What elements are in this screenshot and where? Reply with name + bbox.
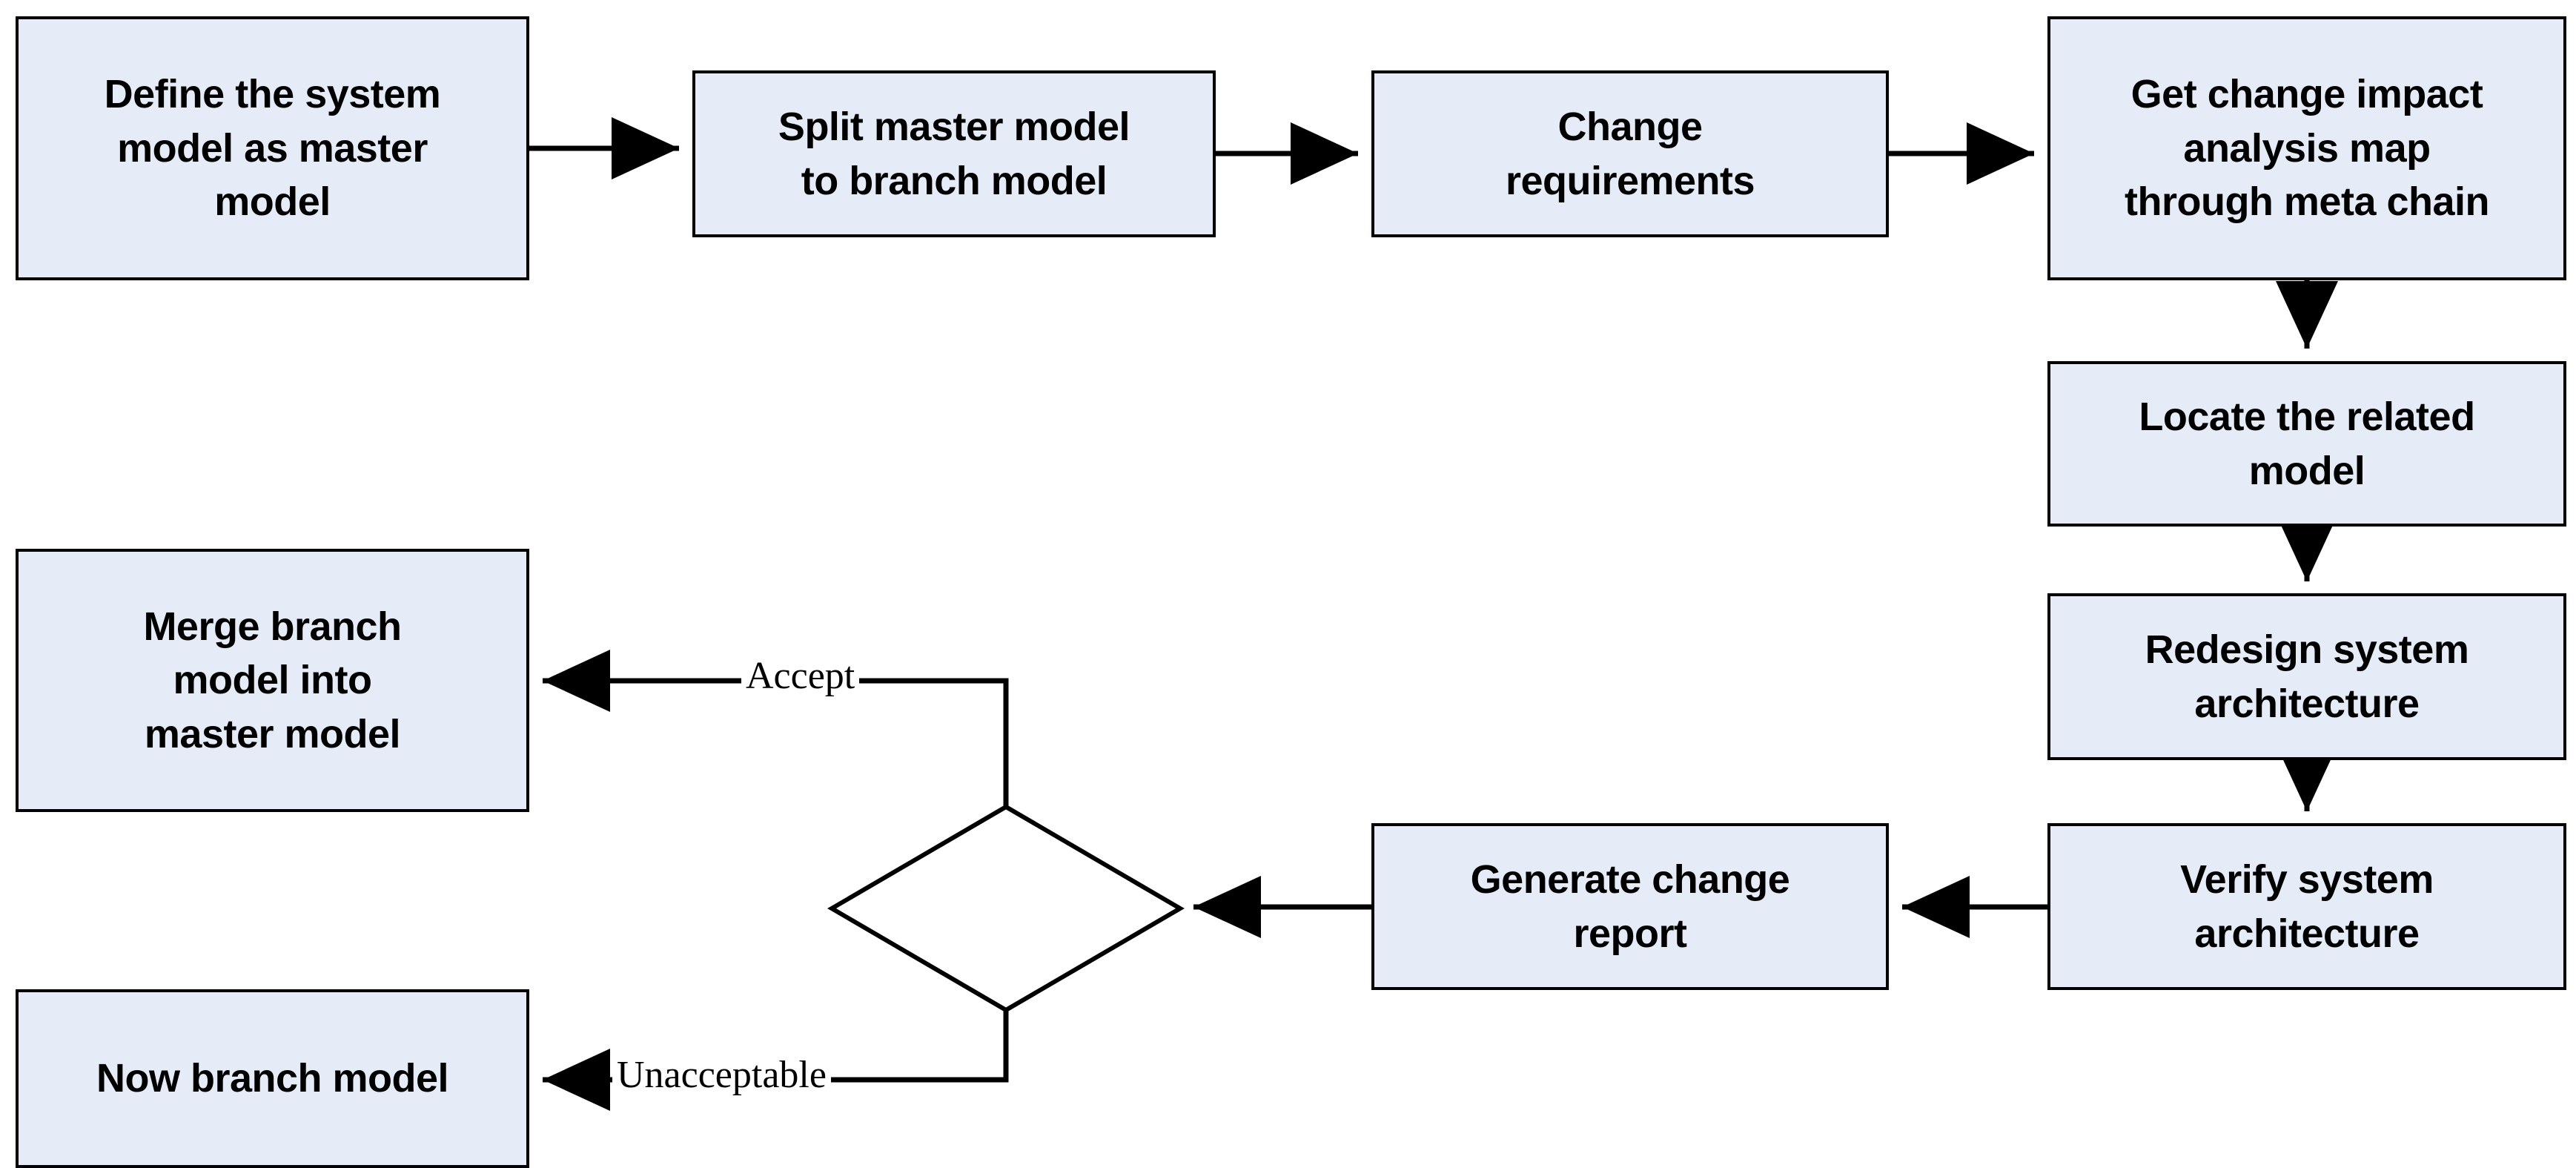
node-locate-related-model[interactable]: Locate the related model [2047, 361, 2566, 527]
connector-decision-to-merge [543, 650, 1009, 807]
node-generate-change-report[interactable]: Generate change report [1371, 823, 1889, 990]
node-redesign-architecture[interactable]: Redesign system architecture [2047, 593, 2566, 760]
node-verify-architecture[interactable]: Verify system architecture [2047, 823, 2566, 990]
edge-label-unacceptable: Unacceptable [612, 1056, 831, 1095]
node-change-requirements[interactable]: Change requirements [1371, 70, 1889, 237]
edge-label-accept: Accept [741, 657, 860, 696]
node-merge-branch-model[interactable]: Merge branch model into master model [16, 549, 529, 812]
node-get-change-impact-map[interactable]: Get change impact analysis map through m… [2047, 16, 2566, 280]
node-split-master-model[interactable]: Split master model to branch model [692, 70, 1216, 237]
node-define-master-model[interactable]: Define the system model as master model [16, 16, 529, 280]
decision-diamond-shape [827, 804, 1185, 1013]
node-now-branch-model[interactable]: Now branch model [16, 989, 529, 1168]
